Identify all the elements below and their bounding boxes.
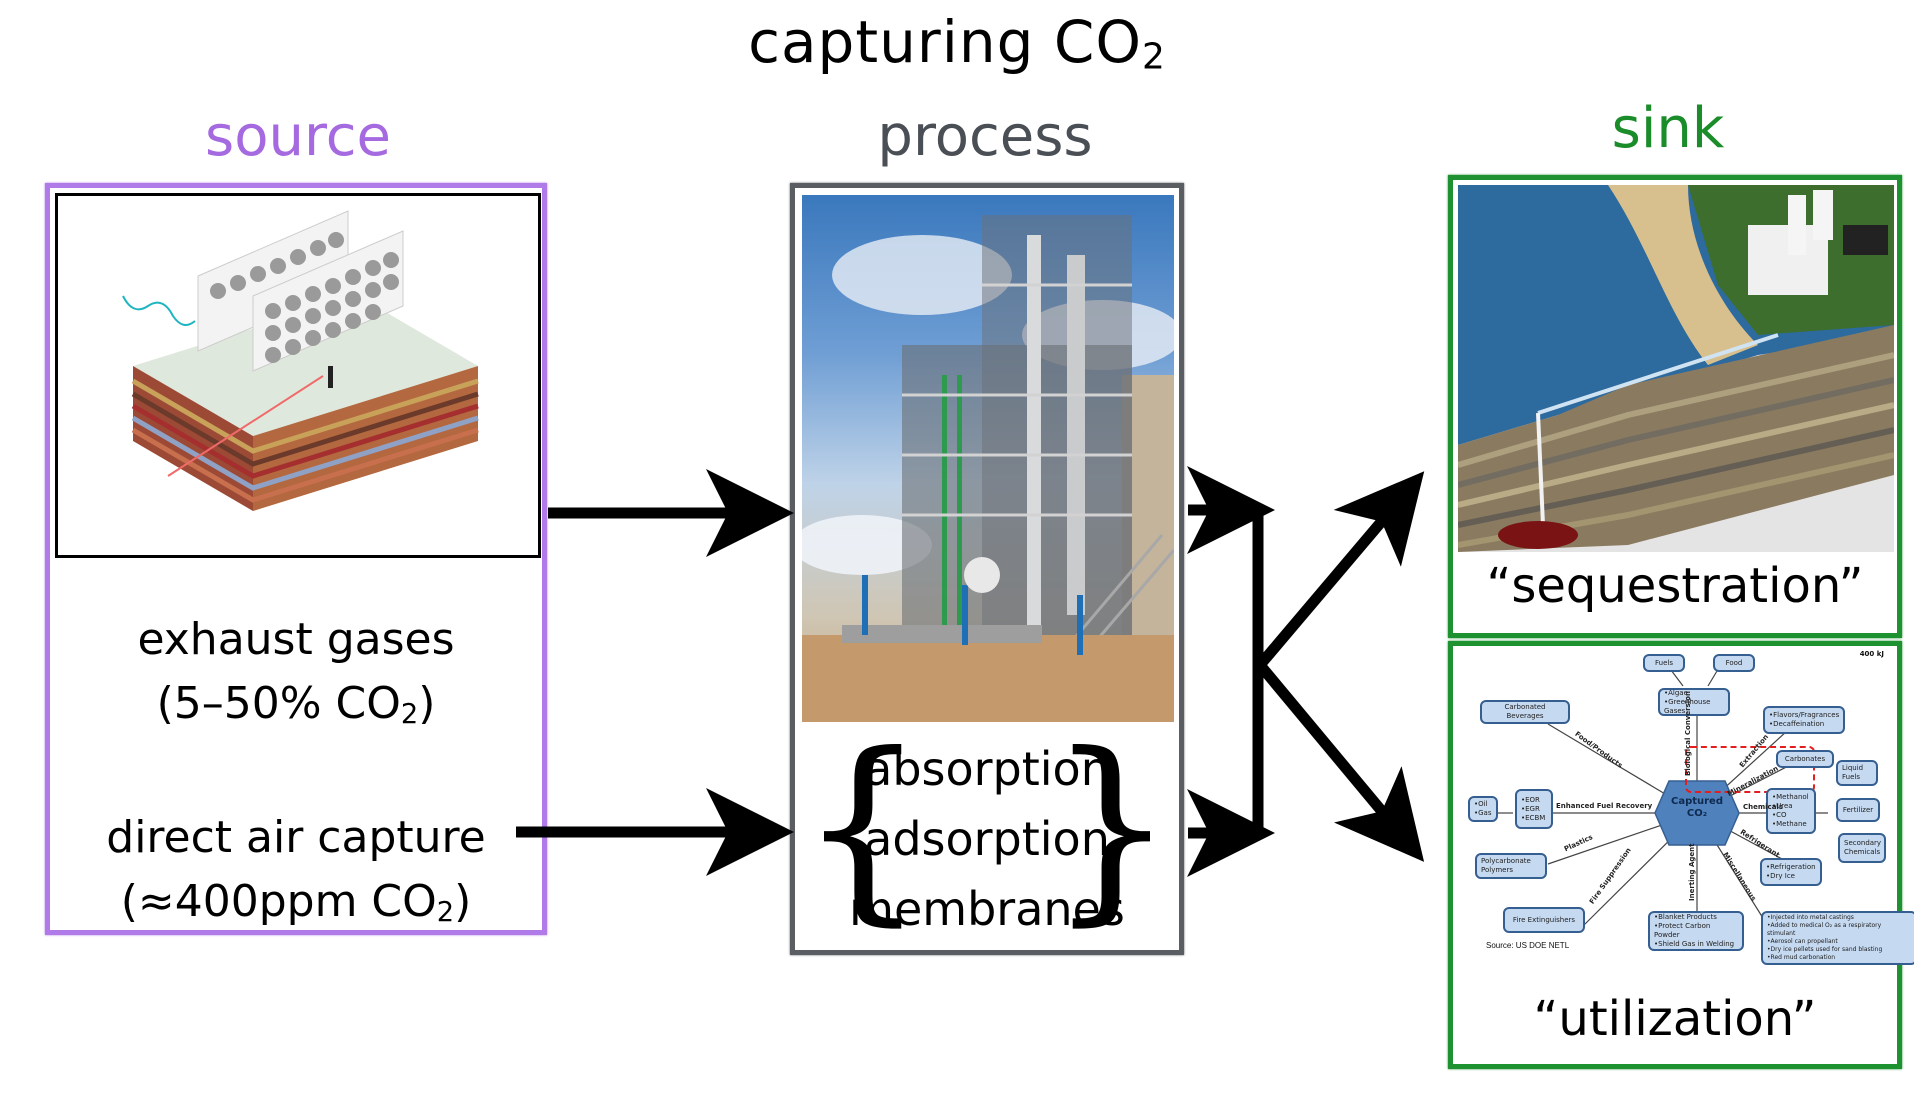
arrow-to-sequestration	[1255, 471, 1425, 669]
sink-heading: sink	[1611, 96, 1725, 161]
method-absorption: absorption	[864, 742, 1110, 796]
method-membranes: membranes	[849, 882, 1125, 936]
map-connectors	[1498, 665, 1873, 927]
source-note: Source: US DOE NETL	[1486, 941, 1570, 950]
edge-chemicals: Chemicals	[1743, 803, 1784, 811]
dac-label: direct air capture	[106, 812, 486, 863]
source-panel: exhaust gases (5–50% CO2) direct air cap…	[45, 183, 547, 935]
node-miscellaneous: •Injected into metal castings•Added to m…	[1761, 911, 1914, 965]
captured-co2-hub	[1654, 780, 1740, 846]
process-methods: { } absorption adsorption membranes	[795, 728, 1179, 946]
utilization-caption: “utilization”	[1533, 991, 1817, 1047]
node-flavors: •Flavors/Fragrances•Decaffeination	[1763, 706, 1845, 734]
exhaust-concentration: (5–50% CO2)	[156, 678, 436, 730]
direct-air-capture-illustration	[55, 193, 541, 558]
node-chemicals: •Methanol•Urea•CO•Methane	[1766, 788, 1816, 834]
node-oil-gas: •Oil•Gas	[1468, 796, 1498, 822]
right-brace: }	[1047, 711, 1175, 944]
energy-note: 400 kJ	[1859, 650, 1884, 658]
dac-concentration: (≈400ppm CO2)	[120, 876, 472, 928]
node-inerting: •Blanket Products•Protect Carbon Powder•…	[1648, 911, 1744, 951]
node-beverages: Carbonated Beverages	[1480, 700, 1570, 724]
left-brace: {	[799, 711, 927, 944]
node-fuels: Fuels	[1643, 654, 1685, 672]
capture-plant-photo	[802, 195, 1174, 722]
source-heading: source	[205, 104, 391, 169]
source-item-exhaust: exhaust gases (5–50% CO2)	[50, 608, 542, 747]
node-fertilizer: Fertilizer	[1836, 798, 1880, 822]
arrow-to-utilization	[1255, 661, 1425, 862]
exhaust-label: exhaust gases	[137, 614, 455, 665]
node-algae: •Algae•Greenhouse Gases	[1658, 688, 1730, 716]
sequestration-panel: “sequestration”	[1448, 175, 1902, 638]
node-refrigeration: •Refrigeration•Dry Ice	[1760, 858, 1822, 886]
method-adsorption: adsorption	[864, 812, 1110, 866]
node-fire-extinguishers: Fire Extinguishers	[1503, 907, 1585, 933]
edge-enhanced-recovery: Enhanced Fuel Recovery	[1556, 802, 1653, 810]
highlight-box	[1685, 746, 1815, 793]
process-panel: { } absorption adsorption membranes	[790, 183, 1184, 955]
diagram-title: capturing CO2	[748, 8, 1166, 78]
sequestration-caption: “sequestration”	[1486, 558, 1864, 614]
source-item-dac: direct air capture (≈400ppm CO2)	[50, 806, 542, 945]
node-food: Food	[1713, 654, 1755, 672]
node-carbonates: Carbonates	[1776, 750, 1834, 768]
node-eor: •EOR•EGR•ECBM	[1515, 789, 1553, 829]
geologic-storage-illustration	[1458, 185, 1894, 552]
process-heading: process	[877, 104, 1093, 169]
